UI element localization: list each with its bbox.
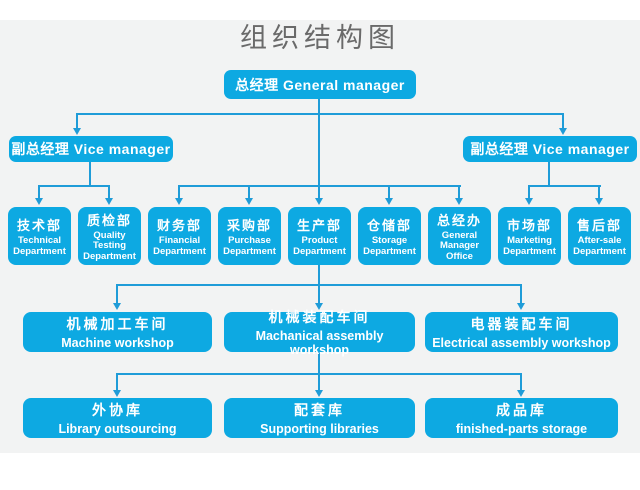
arrow-down-icon bbox=[559, 128, 567, 135]
box-label-cn: 采购部 bbox=[226, 217, 272, 233]
box-department-after-sale: 售后部 After-sale Department bbox=[568, 207, 631, 265]
box-label-cn: 电器装配车间 bbox=[470, 316, 573, 332]
box-label-cn: 成品库 bbox=[496, 402, 547, 418]
box-department-technical: 技术部 Technical Department bbox=[8, 207, 71, 265]
connector-line bbox=[520, 284, 522, 304]
box-label-cn: 技术部 bbox=[16, 217, 62, 233]
arrow-down-icon bbox=[315, 303, 323, 310]
box-label-cn: 机械加工车间 bbox=[66, 316, 169, 332]
box-label: 总经理 General manager bbox=[235, 76, 405, 93]
box-label-en: Machanical assembly workshop bbox=[255, 329, 384, 357]
box-department-purchase: 采购部 Purchase Department bbox=[218, 207, 281, 265]
box-warehouse-finished-parts: 成品库 finished-parts storage bbox=[425, 398, 618, 438]
box-label-cn: 生产部 bbox=[296, 217, 342, 233]
box-workshop-electrical-assembly: 电器装配车间 Electrical assembly workshop bbox=[425, 312, 618, 352]
connector-line bbox=[116, 373, 118, 391]
box-department-general-manager-office: 总经办 General Manager Office bbox=[428, 207, 491, 265]
box-label-cn: 仓储部 bbox=[366, 217, 412, 233]
box-label-en: finished-parts storage bbox=[455, 422, 588, 436]
connector-line bbox=[598, 185, 600, 199]
connector-line bbox=[89, 162, 91, 187]
box-label-cn: 配套库 bbox=[294, 402, 345, 418]
box-label-en: Machine workshop bbox=[61, 336, 174, 350]
box-department-product: 生产部 Product Department bbox=[288, 207, 351, 265]
box-label-en: Product Department bbox=[293, 234, 346, 257]
connector-line bbox=[528, 185, 530, 199]
box-label-cn: 售后部 bbox=[576, 217, 622, 233]
box-warehouse-supporting: 配套库 Supporting libraries bbox=[224, 398, 415, 438]
box-label-cn: 机械装配车间 bbox=[268, 309, 371, 325]
box-label-en: Financial Department bbox=[153, 234, 206, 257]
box-label-cn: 市场部 bbox=[506, 217, 552, 233]
box-general-manager: 总经理 General manager bbox=[224, 70, 416, 99]
connector-line bbox=[529, 185, 601, 187]
connector-line bbox=[116, 284, 118, 304]
box-label-en: Supporting libraries bbox=[260, 422, 379, 436]
connector-line bbox=[38, 185, 40, 199]
arrow-down-icon bbox=[113, 303, 121, 310]
box-label: 副总经理 Vice manager bbox=[470, 141, 630, 157]
arrow-down-icon bbox=[517, 390, 525, 397]
arrow-down-icon bbox=[175, 198, 183, 205]
connector-line bbox=[562, 113, 564, 129]
box-vice-manager-right: 副总经理 Vice manager bbox=[463, 136, 637, 162]
box-department-marketing: 市场部 Marketing Department bbox=[498, 207, 561, 265]
box-label-en: After-sale Department bbox=[573, 234, 626, 257]
box-label-en: Marketing Department bbox=[503, 234, 556, 257]
connector-line bbox=[388, 185, 390, 199]
box-vice-manager-left: 副总经理 Vice manager bbox=[9, 136, 173, 162]
connector-line bbox=[248, 185, 250, 199]
connector-line bbox=[178, 185, 180, 199]
box-label-cn: 财务部 bbox=[156, 217, 202, 233]
arrow-down-icon bbox=[595, 198, 603, 205]
connector-line bbox=[318, 99, 320, 199]
box-label-cn: 外协库 bbox=[92, 402, 143, 418]
connector-line bbox=[179, 185, 461, 187]
box-label-en: General Manager Office bbox=[439, 229, 480, 262]
box-label-en: Storage Department bbox=[363, 234, 416, 257]
connector-line bbox=[76, 113, 78, 129]
connector-line bbox=[77, 113, 564, 115]
connector-line bbox=[318, 352, 320, 391]
arrow-down-icon bbox=[385, 198, 393, 205]
box-label-en: Technical Department bbox=[13, 234, 66, 257]
box-workshop-mechanical-assembly: 机械装配车间 Machanical assembly workshop bbox=[224, 309, 415, 357]
arrow-down-icon bbox=[455, 198, 463, 205]
box-label-en: Purchase Department bbox=[223, 234, 276, 257]
arrow-down-icon bbox=[315, 390, 323, 397]
arrow-down-icon bbox=[73, 128, 81, 135]
connector-line bbox=[39, 185, 110, 187]
arrow-down-icon bbox=[315, 198, 323, 205]
connector-line bbox=[117, 373, 522, 375]
arrow-down-icon bbox=[245, 198, 253, 205]
box-label-cn: 质检部 bbox=[86, 212, 132, 228]
connector-line bbox=[458, 185, 460, 199]
arrow-down-icon bbox=[105, 198, 113, 205]
arrow-down-icon bbox=[113, 390, 121, 397]
connector-line bbox=[117, 284, 522, 286]
arrow-down-icon bbox=[525, 198, 533, 205]
connector-line bbox=[548, 162, 550, 187]
box-department-financial: 财务部 Financial Department bbox=[148, 207, 211, 265]
box-department-quality-testing: 质检部 Quality Testing Department bbox=[78, 207, 141, 265]
connector-line bbox=[108, 185, 110, 199]
box-label: 副总经理 Vice manager bbox=[11, 141, 171, 157]
arrow-down-icon bbox=[517, 303, 525, 310]
arrow-down-icon bbox=[35, 198, 43, 205]
box-department-storage: 仓储部 Storage Department bbox=[358, 207, 421, 265]
box-warehouse-outsourcing: 外协库 Library outsourcing bbox=[23, 398, 212, 438]
box-label-cn: 总经办 bbox=[436, 212, 482, 228]
box-label-en: Library outsourcing bbox=[58, 422, 177, 436]
box-label-en: Quality Testing Department bbox=[83, 229, 136, 262]
connector-line bbox=[520, 373, 522, 391]
box-label-en: Electrical assembly workshop bbox=[432, 336, 611, 350]
box-workshop-machine: 机械加工车间 Machine workshop bbox=[23, 312, 212, 352]
chart-title: 组织结构图 bbox=[240, 23, 400, 53]
